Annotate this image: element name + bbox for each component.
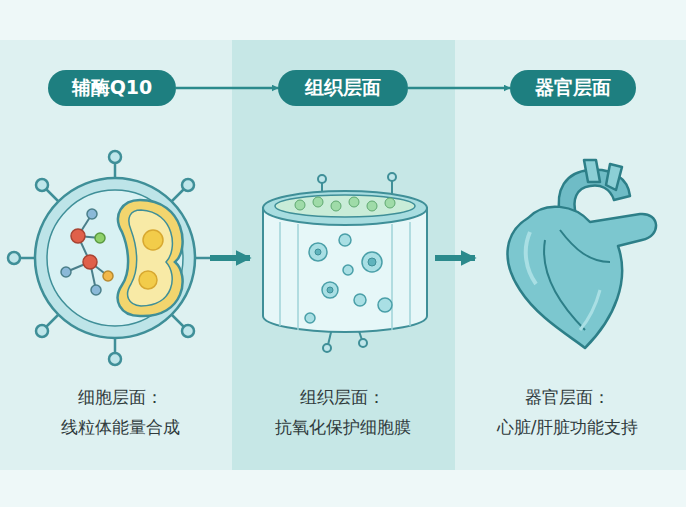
level-panel: 细胞层面：线粒体能量合成 [30, 150, 210, 450]
panel [0, 40, 686, 470]
node-heading: 器官层面 [535, 75, 611, 101]
stage-pill: 组织层面 [278, 70, 408, 106]
node-heading: 辅酶Q10 [72, 75, 153, 101]
heart-illustration [508, 160, 657, 348]
node-text: 线粒体能量合成 [61, 412, 180, 442]
flow-arrow [408, 87, 510, 90]
highlight-band [232, 40, 455, 470]
node-heading: 组织层面： [300, 382, 385, 412]
node-text: 抗氧化保护细胞膜 [275, 412, 411, 442]
level-panel: 器官层面：心脏/肝脏功能支持 [475, 150, 660, 450]
flow-arrow [210, 255, 250, 261]
flow-arrow [176, 87, 278, 90]
stage-pill: 辅酶Q10 [48, 70, 176, 106]
node-text: 心脏/肝脏功能支持 [497, 412, 639, 442]
level-panel: 组织层面：抗氧化保护细胞膜 [250, 150, 435, 450]
cell-illustration [8, 151, 213, 365]
node-heading: 器官层面： [525, 382, 610, 412]
node-heading: 组织层面 [305, 75, 381, 101]
flow-arrow [435, 255, 475, 261]
stage-pill: 器官层面 [510, 70, 636, 106]
node-heading: 细胞层面： [78, 382, 163, 412]
tissue-illustration [263, 173, 427, 352]
